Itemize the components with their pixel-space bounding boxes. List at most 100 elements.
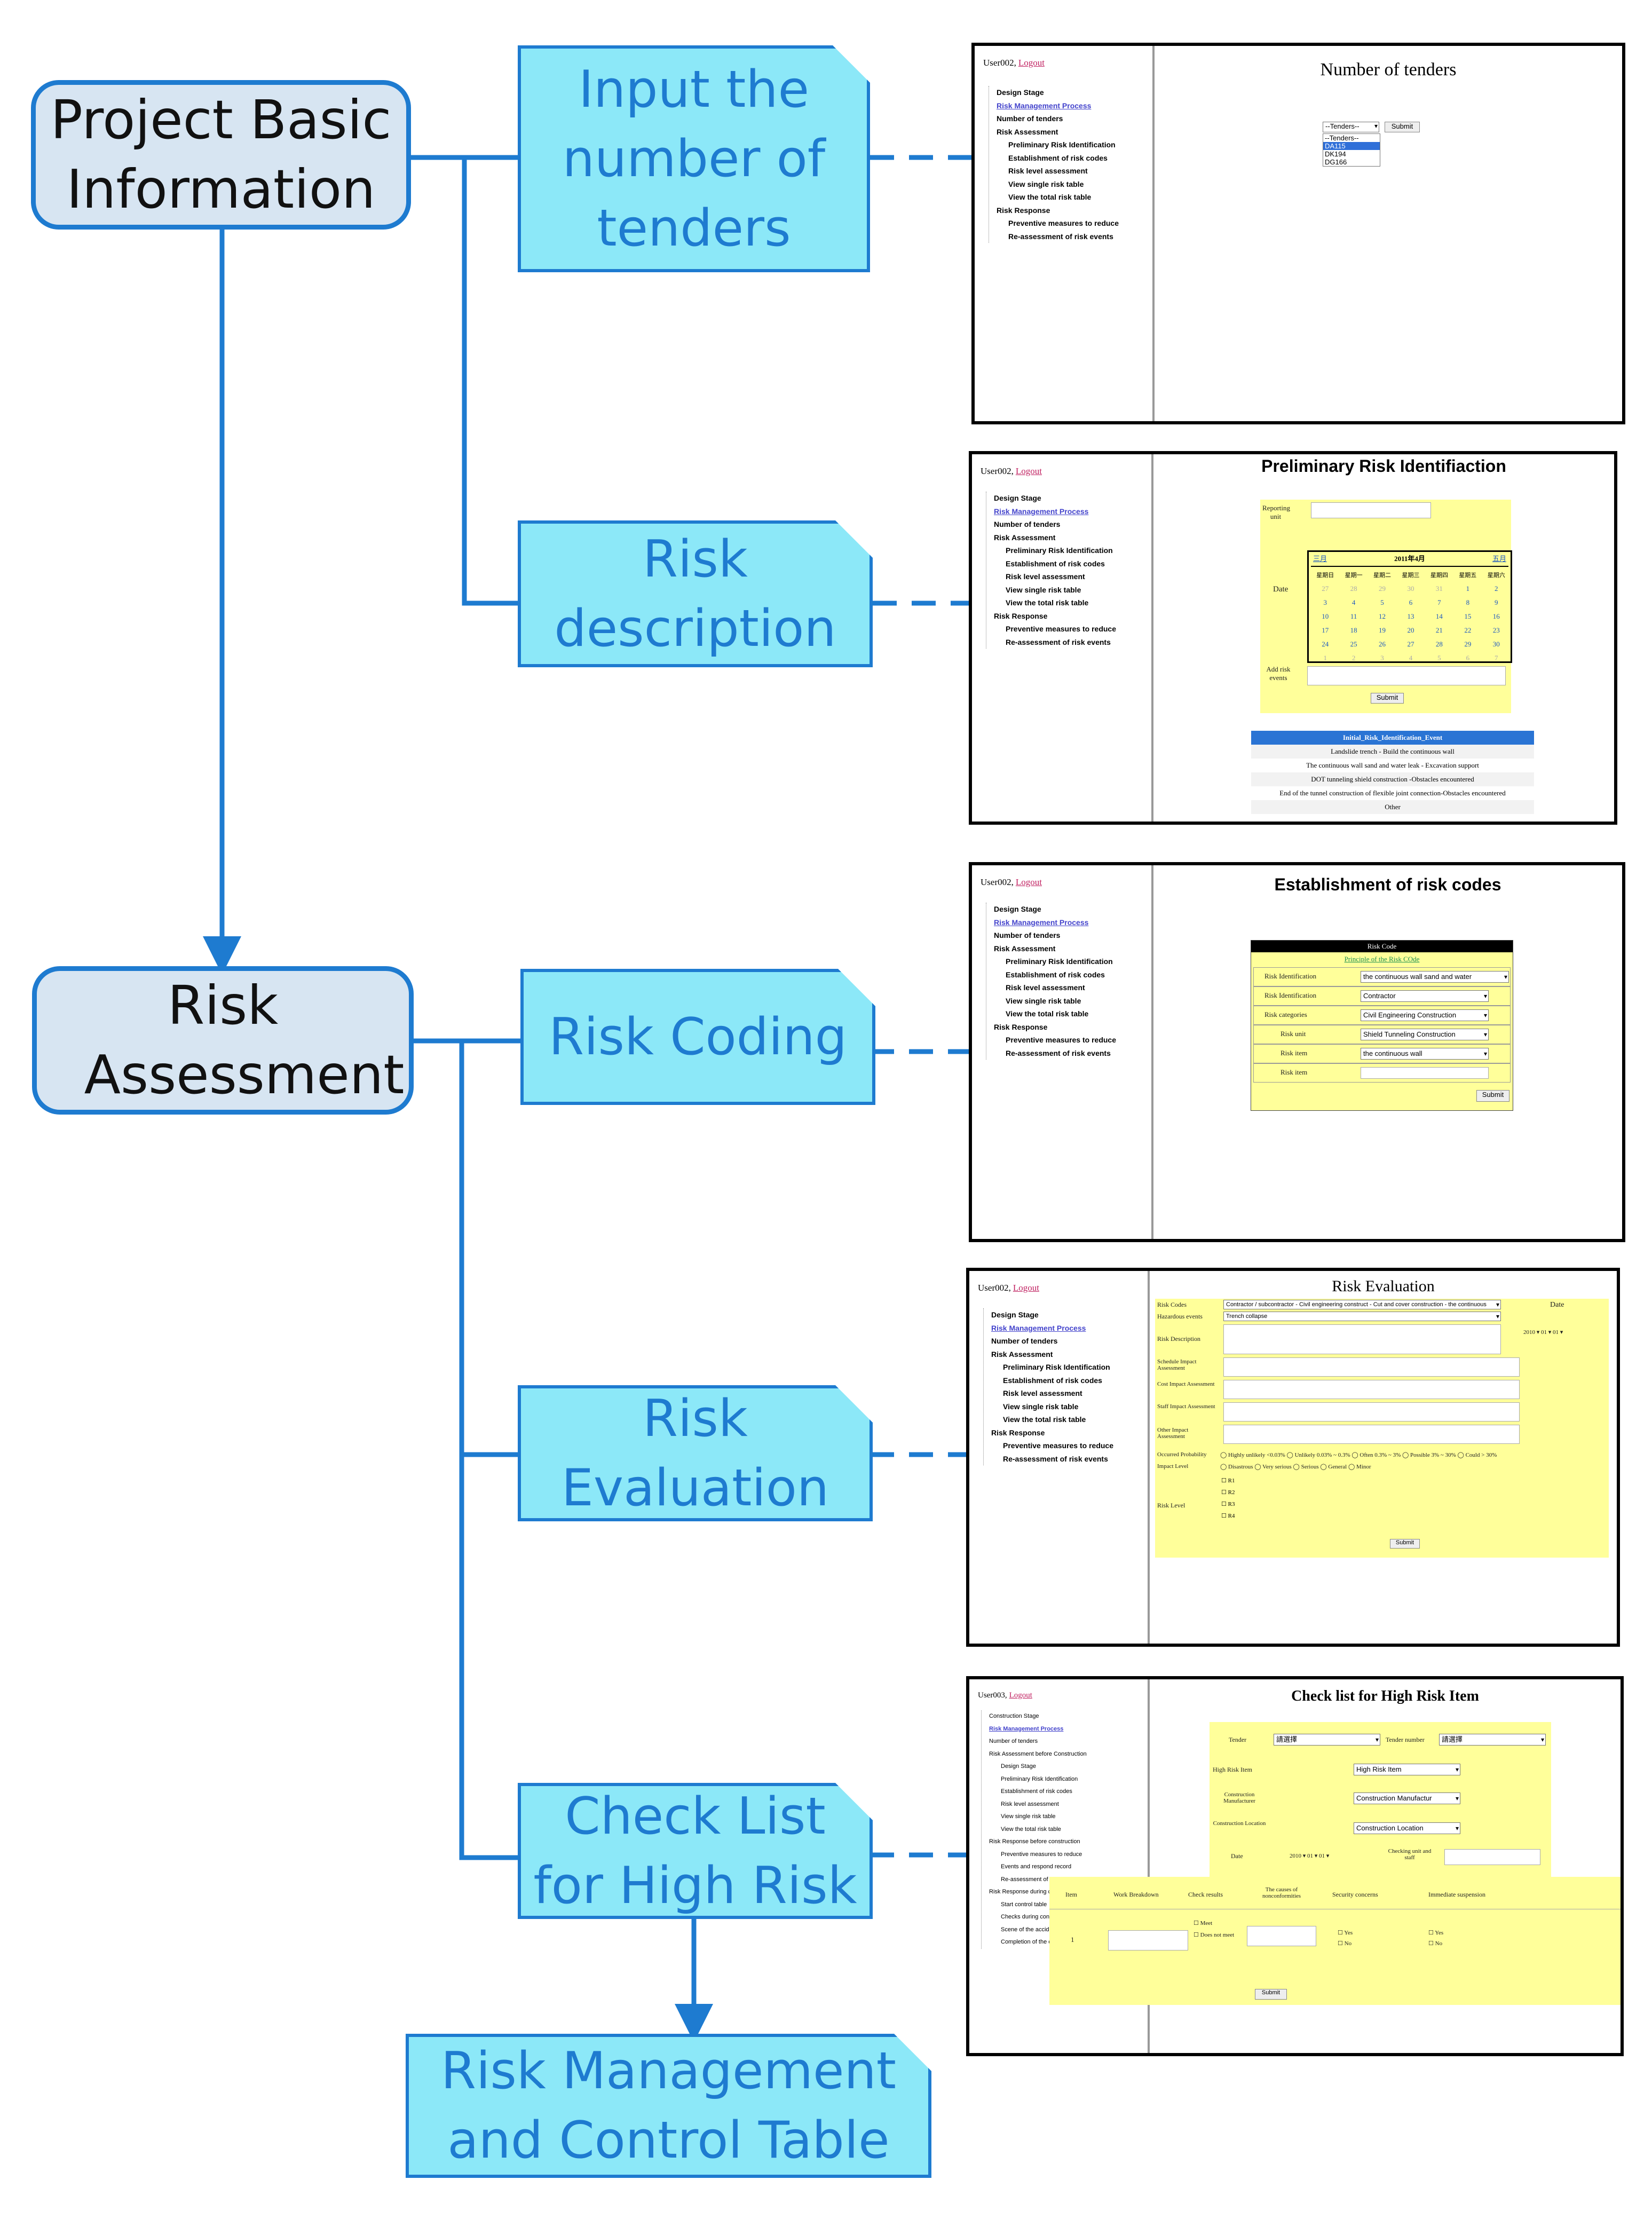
nav-item[interactable]: Preliminary Risk Identification: [1003, 1363, 1110, 1371]
suspension-no[interactable]: ☐ No: [1428, 1940, 1443, 1947]
nav-item[interactable]: Risk Assessment: [994, 533, 1056, 542]
nav-item[interactable]: View the total risk table: [1008, 193, 1092, 201]
calendar-day[interactable]: 9: [1495, 598, 1498, 606]
reporting-unit-input[interactable]: [1311, 502, 1431, 518]
nav-item[interactable]: Risk level assessment: [1008, 167, 1088, 175]
nav-item[interactable]: Preliminary Risk Identification: [1006, 957, 1113, 966]
nav-item[interactable]: Risk Management Process: [991, 1323, 1086, 1332]
calendar-day[interactable]: 7: [1495, 654, 1498, 662]
nav-item[interactable]: Risk Response: [991, 1428, 1045, 1437]
manufacturer-select[interactable]: Construction Manufactur: [1354, 1792, 1460, 1804]
nav-item[interactable]: Re-assessment of risk events: [1006, 637, 1111, 646]
risk-level-checkbox[interactable]: ☐ R4: [1221, 1513, 1235, 1519]
nav-item[interactable]: Design Stage: [1001, 1763, 1037, 1770]
nav-item[interactable]: Risk Response: [997, 206, 1050, 215]
row-select[interactable]: the continuous wall sand and water: [1361, 971, 1509, 983]
risk-event-item[interactable]: End of the tunnel construction of flexib…: [1279, 789, 1506, 797]
calendar-day[interactable]: 5: [1437, 654, 1441, 662]
nav-item[interactable]: Design Stage: [994, 494, 1041, 502]
tender-option[interactable]: DA115: [1323, 142, 1380, 150]
tender-option[interactable]: DG166: [1325, 158, 1347, 166]
nav-item[interactable]: Re-assessment of risk events: [1008, 232, 1113, 241]
checking-unit-input[interactable]: [1444, 1849, 1540, 1865]
calendar-day[interactable]: 17: [1322, 626, 1329, 634]
nav-item[interactable]: Risk Management Process: [997, 101, 1092, 110]
nav-item[interactable]: Risk Management Process: [989, 1725, 1064, 1732]
nav-item[interactable]: Number of tenders: [994, 931, 1061, 939]
location-select[interactable]: Construction Location: [1354, 1822, 1460, 1834]
risk-item-input[interactable]: [1361, 1067, 1489, 1079]
logout-link[interactable]: Logout: [1015, 466, 1042, 476]
nav-item[interactable]: View single risk table: [1006, 996, 1081, 1005]
nav-item[interactable]: Design Stage: [994, 905, 1041, 913]
nav-item[interactable]: Number of tenders: [991, 1337, 1058, 1345]
calendar-day[interactable]: 26: [1379, 640, 1386, 648]
calendar-day[interactable]: 30: [1407, 585, 1414, 593]
tender-select[interactable]: 請選擇: [1274, 1734, 1380, 1746]
calendar-day[interactable]: 28: [1350, 585, 1357, 593]
nav-item[interactable]: Establishment of risk codes: [1003, 1376, 1102, 1385]
calendar-day[interactable]: 20: [1407, 626, 1414, 634]
submit-button[interactable]: Submit: [1390, 1539, 1420, 1549]
nav-item[interactable]: View the total risk table: [1003, 1415, 1086, 1424]
risk-codes-select[interactable]: Contractor / subcontractor - Civil engin…: [1223, 1300, 1501, 1309]
nav-item[interactable]: Design Stage: [991, 1310, 1039, 1319]
nav-item[interactable]: Preventive measures to reduce: [1001, 1851, 1082, 1858]
risk-event-item[interactable]: DOT tunneling shield construction -Obsta…: [1251, 772, 1534, 786]
logout-link[interactable]: Logout: [1015, 877, 1042, 887]
nav-item[interactable]: View the total risk table: [1006, 1009, 1089, 1018]
nav-item[interactable]: View single risk table: [1006, 585, 1081, 594]
nav-item[interactable]: Preliminary Risk Identification: [1008, 140, 1116, 149]
nav-item[interactable]: View the total risk table: [1006, 598, 1089, 607]
calendar-day[interactable]: 27: [1407, 640, 1414, 648]
date-value[interactable]: 2010 ▾ 01 ▾ 01 ▾: [1290, 1853, 1330, 1859]
calendar-day[interactable]: 16: [1492, 612, 1500, 620]
nav-item[interactable]: Risk Response: [994, 1022, 1048, 1031]
nav-item[interactable]: Risk Management Process: [994, 507, 1089, 516]
calendar-day[interactable]: 27: [1322, 585, 1329, 593]
nav-item[interactable]: Preliminary Risk Identification: [1001, 1775, 1078, 1782]
work-breakdown-input[interactable]: [1108, 1930, 1188, 1950]
description-textarea[interactable]: [1223, 1324, 1501, 1354]
calendar-day[interactable]: 25: [1350, 640, 1357, 648]
row-select[interactable]: Civil Engineering Construction: [1361, 1009, 1489, 1021]
nav-item[interactable]: Establishment of risk codes: [1006, 559, 1105, 568]
impact-level-options[interactable]: ◯ Disastrous ◯ Very serious ◯ Serious ◯ …: [1220, 1464, 1371, 1470]
nav-item[interactable]: Number of tenders: [997, 114, 1063, 123]
tender-option[interactable]: --Tenders--: [1325, 134, 1359, 142]
risk-event-item[interactable]: Other: [1251, 800, 1534, 814]
prev-month-link[interactable]: 三月: [1313, 555, 1327, 563]
tender-select[interactable]: --Tenders--: [1323, 122, 1379, 132]
calendar-day[interactable]: 21: [1435, 626, 1443, 634]
calendar-day[interactable]: 11: [1350, 612, 1357, 620]
submit-button[interactable]: Submit: [1371, 693, 1404, 704]
calendar-day[interactable]: 29: [1379, 585, 1386, 593]
nav-item[interactable]: Construction Stage: [989, 1713, 1039, 1719]
nav-item[interactable]: Risk level assessment: [1006, 572, 1085, 581]
nav-item[interactable]: Establishment of risk codes: [1008, 153, 1108, 162]
logout-link[interactable]: Logout: [1018, 58, 1045, 68]
nav-item[interactable]: Number of tenders: [994, 520, 1061, 528]
check-not-meet-option[interactable]: ☐ Does not meet: [1193, 1932, 1235, 1938]
calendar-day[interactable]: 12: [1379, 612, 1386, 620]
calendar-day[interactable]: 2: [1495, 585, 1498, 593]
nav-item[interactable]: Risk level assessment: [1006, 983, 1085, 992]
nav-item[interactable]: Preventive measures to reduce: [1003, 1441, 1113, 1450]
nav-item[interactable]: Events and respond record: [1001, 1863, 1072, 1870]
calendar-day[interactable]: 10: [1322, 612, 1329, 620]
impact-textarea[interactable]: [1223, 1357, 1520, 1377]
calendar-day[interactable]: 24: [1322, 640, 1329, 648]
nav-item[interactable]: Design Stage: [997, 88, 1044, 97]
nav-item[interactable]: Start control table: [1001, 1901, 1047, 1908]
nav-item[interactable]: Preventive measures to reduce: [1006, 625, 1116, 633]
nav-item[interactable]: Re-assessment of risk events: [1006, 1048, 1111, 1057]
submit-button[interactable]: Submit: [1255, 1989, 1287, 2000]
nav-item[interactable]: Establishment of risk codes: [1006, 970, 1105, 979]
nav-item[interactable]: Preventive measures to reduce: [1006, 1036, 1116, 1044]
calendar-day[interactable]: 3: [1380, 654, 1384, 662]
date-value[interactable]: 2010 ▾ 01 ▾ 01 ▾: [1523, 1329, 1563, 1336]
calendar-day[interactable]: 22: [1464, 626, 1472, 634]
calendar-day[interactable]: 30: [1492, 640, 1500, 648]
check-meet-option[interactable]: ☐ Meet: [1193, 1920, 1213, 1926]
